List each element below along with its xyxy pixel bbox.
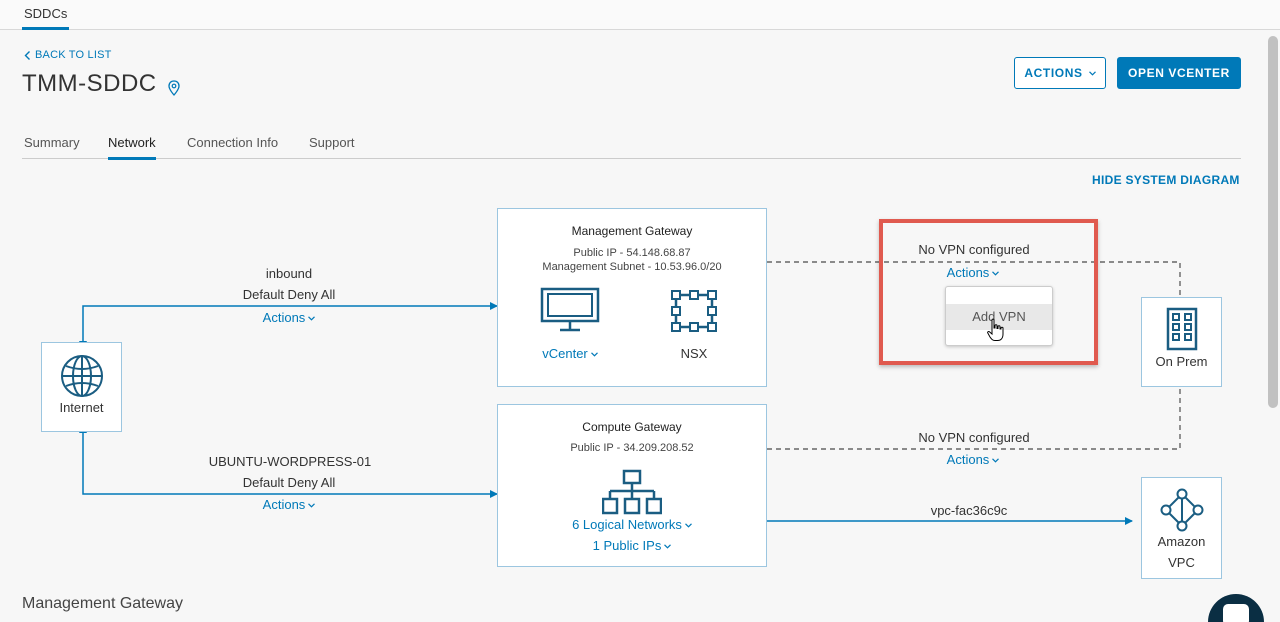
- hide-system-diagram-link[interactable]: HIDE SYSTEM DIAGRAM: [1092, 173, 1240, 187]
- compute-public-ip: Public IP - 34.209.208.52: [570, 442, 694, 454]
- location-pin-icon[interactable]: [167, 80, 181, 96]
- management-gateway-section-title: Management Gateway: [22, 595, 183, 612]
- inbound-rule-policy: Default Deny All: [242, 287, 336, 302]
- chevron-down-icon: [308, 316, 316, 321]
- building-icon: [1166, 307, 1198, 351]
- nsx-icon: [671, 290, 717, 332]
- top-nav: SDDCs: [0, 0, 1280, 30]
- chevron-down-icon: [684, 523, 692, 528]
- tab-network[interactable]: Network: [108, 135, 156, 160]
- outbound-actions-label: Actions: [262, 497, 306, 512]
- chevron-down-icon: [1088, 70, 1096, 76]
- monitor-icon: [540, 287, 600, 332]
- chevron-down-icon: [308, 503, 316, 508]
- tab-bar: Summary Network Connection Info Support: [22, 128, 1241, 160]
- management-public-ip: Public IP - 54.148.68.87: [573, 247, 691, 259]
- tab-summary[interactable]: Summary: [24, 135, 80, 150]
- actions-button-label: ACTIONS: [1024, 66, 1083, 80]
- inbound-actions-link[interactable]: Actions: [240, 310, 338, 325]
- globe-icon: [61, 355, 103, 397]
- logical-networks-label: 6 Logical Networks: [572, 517, 682, 532]
- logical-networks-link[interactable]: 6 Logical Networks: [548, 517, 716, 532]
- scrollbar[interactable]: [1268, 36, 1278, 408]
- chat-icon: [1223, 604, 1249, 622]
- vpn-bottom-actions-label: Actions: [946, 452, 990, 467]
- management-gateway-title: Management Gateway: [571, 224, 693, 238]
- hierarchy-network-icon: [602, 469, 662, 515]
- amazon-vpc-label-line2: VPC: [1168, 555, 1195, 570]
- vpn-bottom-status: No VPN configured: [918, 430, 1030, 445]
- vpn-bottom-actions-link[interactable]: Actions: [924, 452, 1022, 467]
- open-vcenter-button[interactable]: OPEN VCENTER: [1117, 57, 1241, 89]
- outbound-rule-name: UBUNTU-WORDPRESS-01: [208, 454, 372, 469]
- chevron-left-icon: [24, 50, 30, 60]
- inbound-rule-name: inbound: [265, 266, 313, 281]
- on-prem-label: On Prem: [1155, 354, 1208, 369]
- page-title: TMM-SDDC: [22, 70, 157, 97]
- back-to-list-label: BACK TO LIST: [35, 49, 112, 61]
- back-to-list-link[interactable]: BACK TO LIST: [24, 49, 112, 61]
- outbound-rule-policy: Default Deny All: [242, 475, 336, 490]
- internet-node[interactable]: Internet: [41, 342, 122, 432]
- management-gateway-node: Management Gateway Public IP - 54.148.68…: [497, 208, 767, 387]
- tab-connection-info[interactable]: Connection Info: [187, 135, 279, 150]
- public-ips-label: 1 Public IPs: [592, 538, 662, 553]
- network-nodes-icon: [1160, 488, 1204, 532]
- chevron-down-icon: [992, 271, 1000, 276]
- tab-sddcs[interactable]: SDDCs: [22, 0, 70, 30]
- chat-button[interactable]: [1208, 594, 1264, 622]
- chevron-down-icon: [590, 352, 598, 357]
- chevron-down-icon: [664, 544, 672, 549]
- nsx-label: NSX: [680, 346, 708, 361]
- management-subnet: Management Subnet - 10.53.96.0/20: [542, 261, 722, 273]
- outbound-actions-link[interactable]: Actions: [240, 497, 338, 512]
- vcenter-link[interactable]: vCenter: [530, 346, 610, 361]
- actions-button[interactable]: ACTIONS: [1014, 57, 1106, 89]
- inbound-actions-label: Actions: [262, 310, 306, 325]
- tab-support[interactable]: Support: [309, 135, 355, 150]
- chevron-down-icon: [992, 458, 1000, 463]
- internet-label: Internet: [59, 400, 104, 415]
- vpn-top-actions-link[interactable]: Actions: [924, 265, 1022, 280]
- public-ips-link[interactable]: 1 Public IPs: [568, 538, 696, 553]
- amazon-vpc-node[interactable]: Amazon VPC: [1141, 477, 1222, 579]
- compute-gateway-node: Compute Gateway Public IP - 34.209.208.5…: [497, 404, 767, 567]
- vpn-top-status: No VPN configured: [918, 242, 1030, 257]
- vpn-top-actions-label: Actions: [946, 265, 990, 280]
- vcenter-label: vCenter: [542, 346, 588, 361]
- amazon-vpc-label-line1: Amazon: [1157, 534, 1206, 549]
- vpc-id-label: vpc-fac36c9c: [930, 503, 1008, 518]
- highlight-frame: [879, 219, 1098, 365]
- hand-cursor-icon: [987, 318, 1004, 341]
- compute-gateway-title: Compute Gateway: [582, 420, 682, 434]
- on-prem-node[interactable]: On Prem: [1141, 297, 1222, 387]
